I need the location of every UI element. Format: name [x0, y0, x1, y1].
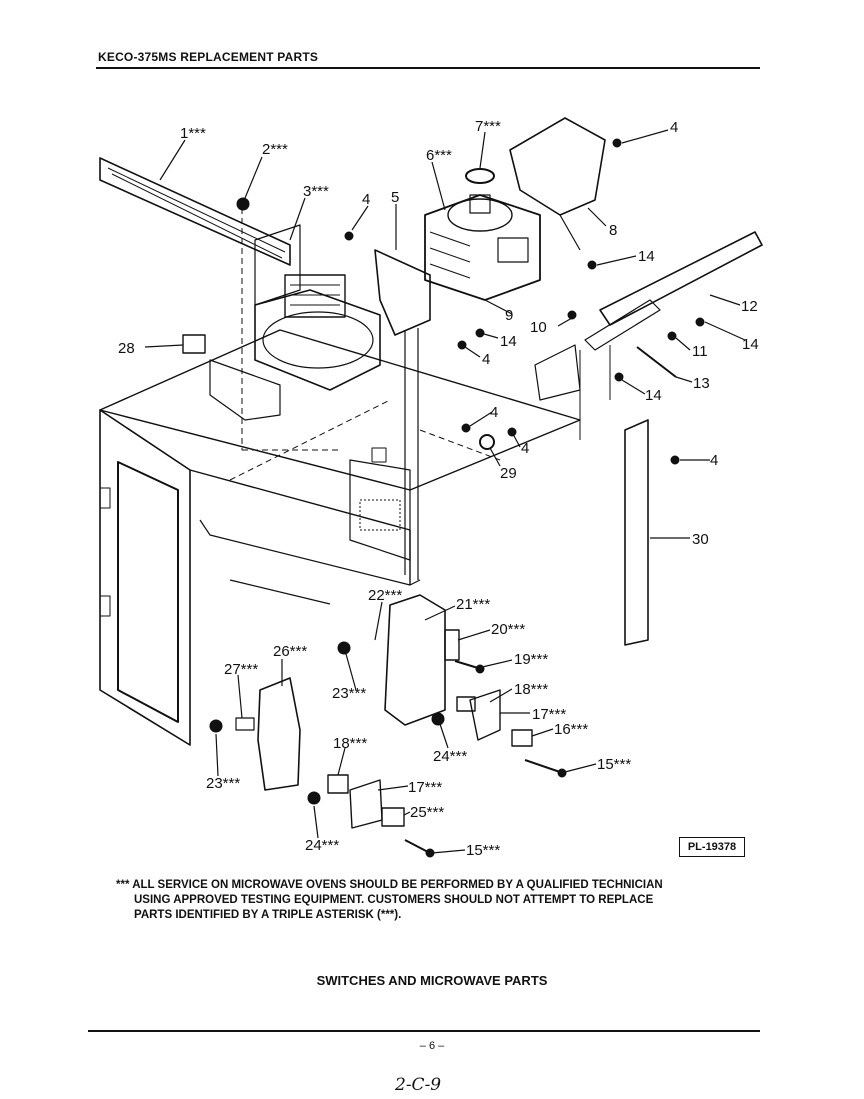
footer-rule: [88, 1030, 760, 1032]
callout-label: 5: [391, 189, 399, 206]
callout-label: 13: [693, 375, 710, 392]
callout-label: 26***: [273, 643, 307, 660]
air-duct: [509, 117, 606, 216]
callout-label: 24***: [433, 748, 467, 765]
callout-label: 15***: [466, 842, 500, 859]
switch-bracket-lower: [257, 677, 301, 791]
callout-label: 20***: [491, 621, 525, 638]
callout-label: 30: [692, 531, 709, 548]
callout-label: 4: [710, 452, 718, 469]
callout-label: 7***: [475, 118, 501, 135]
callout-label: 17***: [532, 706, 566, 723]
callout-label: 2***: [262, 141, 288, 158]
callout-label: 14: [742, 336, 759, 353]
callout-label: 11: [692, 343, 708, 360]
callout-label: 18***: [514, 681, 548, 698]
service-warning-note: *** All service on microwave ovens shoul…: [116, 878, 726, 923]
callout-label: 4: [362, 191, 370, 208]
callout-label: 14: [638, 248, 655, 265]
callout-label: 16***: [554, 721, 588, 738]
top-panel: [99, 157, 291, 266]
right-rail: [599, 231, 763, 326]
nut-2: [236, 197, 250, 211]
magnetron: [424, 194, 541, 301]
blower-assembly: [254, 289, 381, 391]
pin: [636, 346, 677, 378]
callout-label: 1***: [180, 125, 206, 142]
magnetron-gasket: [465, 168, 495, 184]
plate-number-box: PL-19378: [679, 837, 745, 857]
callout-label: 4: [482, 351, 490, 368]
callout-label: 9: [505, 307, 513, 324]
connector-bracket: [182, 334, 206, 354]
callout-label: 22***: [368, 587, 402, 604]
handwritten-annotation: 2-C-9: [395, 1075, 442, 1095]
callout-label: 19***: [514, 651, 548, 668]
callout-label: 4: [670, 119, 678, 136]
callout-label: 3***: [303, 183, 329, 200]
callout-label: 25***: [410, 804, 444, 821]
cavity-frame: [99, 409, 191, 746]
callout-label: 4: [521, 440, 529, 457]
callout-label: 14: [500, 333, 517, 350]
washer: [479, 434, 495, 450]
callout-label: 29: [500, 465, 517, 482]
section-title: SWITCHES AND MICROWAVE PARTS: [316, 973, 548, 988]
callout-label: 12: [741, 298, 758, 315]
callout-label: 4: [490, 404, 498, 421]
switch-bracket-upper: [384, 594, 446, 726]
callout-label: 15***: [597, 756, 631, 773]
callout-label: 28: [118, 340, 135, 357]
callout-label: 10: [530, 319, 547, 336]
switch-17-lower: [349, 779, 383, 829]
callout-label: 6***: [426, 147, 452, 164]
callout-label: 23***: [206, 775, 240, 792]
note-line: using approved testing equipment. Custom…: [134, 894, 654, 906]
callout-labels: 1*** 2*** 3*** 4 5 6*** 7*** 4 8 14 12 1…: [118, 118, 759, 859]
callout-label: 21***: [456, 596, 490, 613]
waveguide-channel: [374, 249, 431, 336]
switch-17-upper: [469, 689, 501, 741]
callout-label: 17***: [408, 779, 442, 796]
callout-label: 14: [645, 387, 662, 404]
page-number: – 6 –: [419, 1040, 445, 1052]
callout-label: 18***: [333, 735, 367, 752]
vertical-bracket: [624, 419, 649, 646]
callout-label: 24***: [305, 837, 339, 854]
note-line: parts identified by a triple asterisk (*…: [134, 909, 402, 921]
note-line: *** All service on microwave ovens shoul…: [116, 879, 663, 891]
callout-label: 8: [609, 222, 617, 239]
callout-label: 27***: [224, 661, 258, 678]
door-window: [117, 461, 179, 723]
callout-label: 23***: [332, 685, 366, 702]
header-rule: [96, 67, 760, 69]
document-header-title: KECO-375MS REPLACEMENT PARTS: [98, 50, 319, 64]
